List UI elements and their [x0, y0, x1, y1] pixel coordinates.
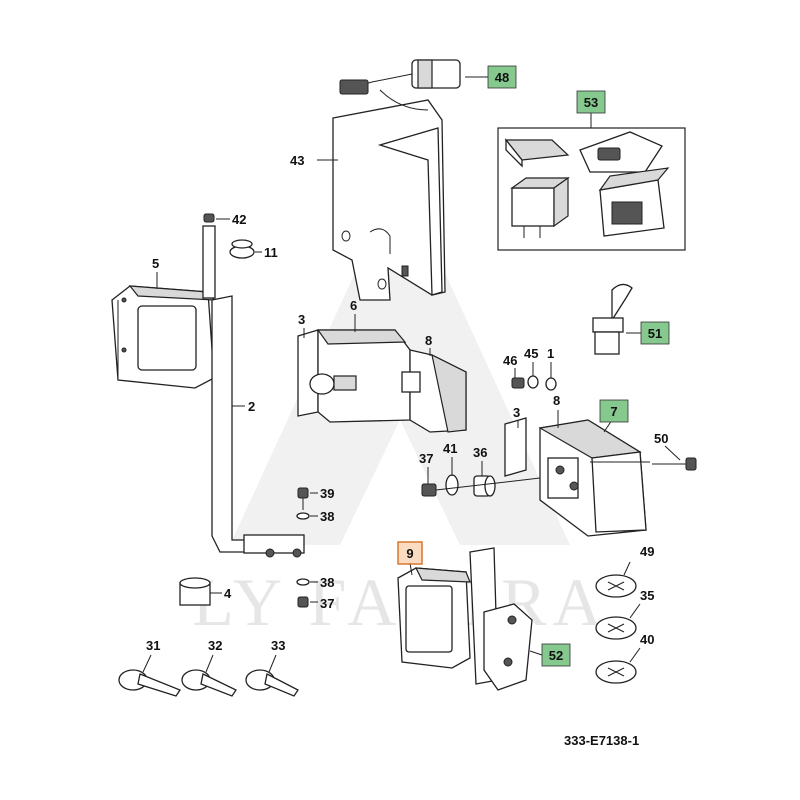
callout-8-lower[interactable]: 8 — [553, 393, 560, 408]
washer-41 — [445, 474, 459, 496]
callout-3-lower[interactable]: 3 — [513, 405, 520, 420]
kit-box-53 — [497, 127, 686, 251]
callout-38-upper[interactable]: 38 — [320, 509, 334, 524]
plug-40 — [595, 660, 637, 684]
leader-lines — [142, 76, 681, 673]
light-assembly-6 — [297, 329, 467, 433]
callout-37-upper[interactable]: 37 — [419, 451, 433, 466]
mast-2 — [202, 225, 305, 558]
callout-4[interactable]: 4 — [224, 586, 232, 601]
callout-36[interactable]: 36 — [473, 445, 487, 460]
washer-38-lower — [296, 578, 310, 586]
callout-5[interactable]: 5 — [152, 256, 159, 271]
callout-45[interactable]: 45 — [524, 346, 538, 361]
svg-text:52: 52 — [549, 648, 563, 663]
callout-32[interactable]: 32 — [208, 638, 222, 653]
watermark-text: LY FACTRA — [192, 564, 608, 640]
reference-code: 333-E7138-1 — [564, 733, 639, 748]
callout-3-upper[interactable]: 3 — [298, 312, 305, 327]
callout-33[interactable]: 33 — [271, 638, 285, 653]
nut-37-lower — [297, 596, 309, 608]
callout-1[interactable]: 1 — [547, 346, 554, 361]
nut-37-upper — [421, 483, 437, 497]
svg-text:48: 48 — [495, 70, 509, 85]
svg-text:51: 51 — [648, 326, 662, 341]
connector-48 — [339, 59, 461, 111]
callout-51[interactable]: 51 — [640, 321, 670, 345]
callout-46[interactable]: 46 — [503, 353, 517, 368]
svg-text:7: 7 — [610, 404, 617, 419]
callout-52[interactable]: 52 — [541, 643, 571, 667]
cable-tie-31 — [118, 669, 181, 697]
bracket-plate-43 — [332, 99, 446, 301]
bracket-52 — [469, 547, 533, 691]
callout-35[interactable]: 35 — [640, 588, 654, 603]
shaft-line — [435, 477, 541, 491]
callout-11[interactable]: 11 — [264, 245, 278, 260]
work-light-5 — [111, 285, 216, 389]
callout-40[interactable]: 40 — [640, 632, 654, 647]
callout-42[interactable]: 42 — [232, 212, 246, 227]
callouts: 48 53 43 42 11 5 2 6 3 8 51 46 45 1 3 8 … — [146, 65, 670, 667]
callout-43[interactable]: 43 — [290, 153, 304, 168]
callout-38-lower[interactable]: 38 — [320, 575, 334, 590]
callout-39[interactable]: 39 — [320, 486, 334, 501]
plug-49 — [595, 574, 637, 598]
callout-37-lower[interactable]: 37 — [320, 596, 334, 611]
plug-35 — [595, 616, 637, 640]
nut-46 — [511, 377, 525, 389]
callout-49[interactable]: 49 — [640, 544, 654, 559]
callout-9[interactable]: 9 — [397, 541, 423, 565]
callout-7[interactable]: 7 — [599, 399, 629, 423]
callout-50[interactable]: 50 — [654, 431, 668, 446]
bolt-39 — [297, 487, 309, 510]
light-9 — [397, 567, 471, 669]
svg-text:53: 53 — [584, 95, 598, 110]
callout-2[interactable]: 2 — [248, 399, 255, 414]
washer-45 — [527, 375, 539, 389]
washer-38-upper — [296, 512, 310, 520]
cable-tie-33 — [245, 669, 299, 697]
screw-42 — [203, 213, 215, 223]
cap-11 — [229, 239, 255, 259]
washer-1 — [545, 377, 557, 391]
cable-tie-32 — [181, 669, 237, 697]
handle-51 — [592, 283, 633, 355]
callout-6[interactable]: 6 — [350, 298, 357, 313]
callout-41[interactable]: 41 — [443, 441, 457, 456]
light-assembly-7 — [504, 417, 650, 537]
block-4 — [179, 577, 211, 606]
svg-text:9: 9 — [406, 546, 413, 561]
callout-48[interactable]: 48 — [487, 65, 517, 89]
callout-8-upper[interactable]: 8 — [425, 333, 432, 348]
callout-53[interactable]: 53 — [576, 90, 606, 114]
bolt-50 — [652, 457, 697, 471]
callout-31[interactable]: 31 — [146, 638, 160, 653]
bushing-36 — [473, 475, 496, 497]
